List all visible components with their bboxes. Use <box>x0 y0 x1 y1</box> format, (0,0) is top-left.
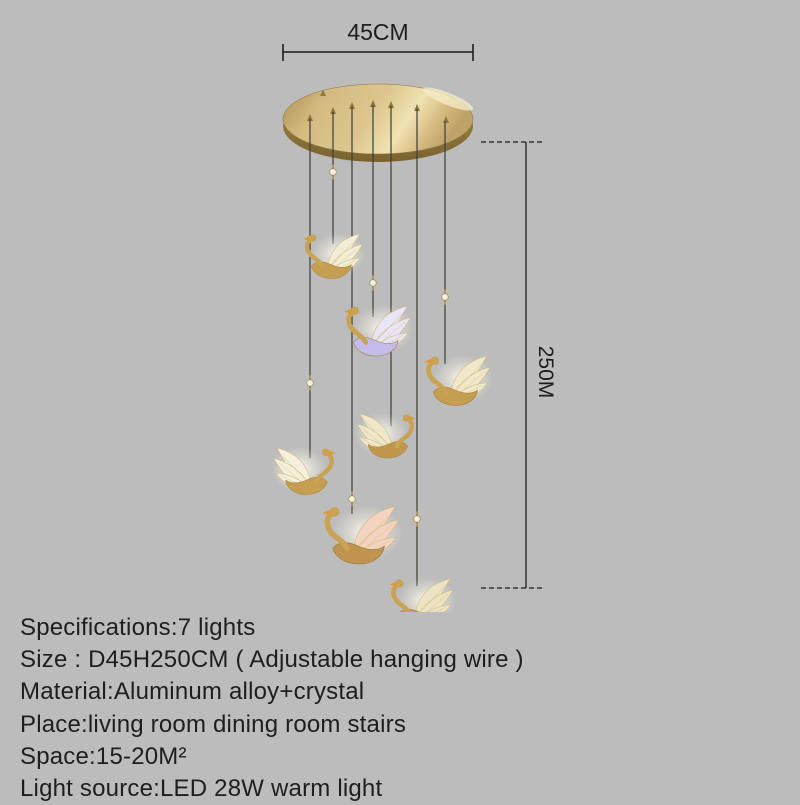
swan-light-1 <box>303 233 365 279</box>
spec-line-light-source: Light source:LED 28W warm light <box>20 775 383 803</box>
spec-line-space: Space:15-20M² <box>20 742 187 770</box>
height-dimension-label: 250M <box>534 346 557 399</box>
swan-light-7 <box>390 578 457 612</box>
spec-line-place: Place:living room dining room stairs <box>20 710 407 738</box>
crystal-bead <box>306 375 314 391</box>
canopy-top <box>282 83 474 155</box>
swan-light-4 <box>354 413 415 458</box>
hanging-wires <box>309 105 446 586</box>
spec-line-size: Size : D45H250CM ( Adjustable hanging wi… <box>20 646 524 674</box>
width-dimension-label: 45CM <box>347 19 408 45</box>
crystal-bead <box>413 511 421 527</box>
spec-line-specifications: Specifications:7 lights <box>20 614 256 641</box>
crystal-bead <box>348 491 356 507</box>
swan-light-3 <box>425 355 493 405</box>
spec-line-material: Material:Aluminum alloy+crystal <box>20 678 365 706</box>
chandelier-diagram: 45CM <box>0 19 557 612</box>
swan-light-2 <box>345 305 414 356</box>
swan-light-6 <box>323 505 403 564</box>
crystal-bead <box>329 164 337 180</box>
ceiling-canopy <box>282 83 474 162</box>
swan-lights <box>271 233 493 612</box>
crystal-bead <box>369 275 377 291</box>
crystal-bead <box>441 289 449 305</box>
wire-attachments <box>307 90 449 123</box>
canopy-highlight <box>422 87 474 111</box>
height-dimension: 250M <box>481 141 557 589</box>
swan-light-5 <box>271 447 336 495</box>
width-dimension: 45CM <box>282 19 474 61</box>
spec-text-block: Specifications:7 lights Size : D45H250CM… <box>20 612 524 805</box>
